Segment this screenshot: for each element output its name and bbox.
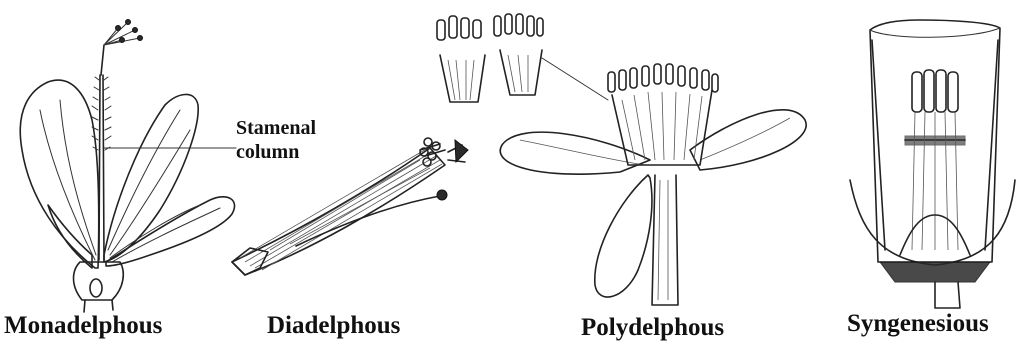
polydelphous-flower-drawing bbox=[437, 14, 806, 305]
stamenal-label-line1: Stamenal bbox=[236, 116, 316, 140]
syngenesious-flower-drawing bbox=[850, 20, 1015, 308]
monadelphous-label: Monadelphous bbox=[4, 312, 162, 340]
polydelphous-label: Polydelphous bbox=[581, 314, 724, 342]
diadelphous-label: Diadelphous bbox=[267, 312, 400, 340]
stamenal-column-label: Stamenal column bbox=[236, 116, 316, 164]
detached-stamen-bundles bbox=[437, 14, 543, 102]
syngenesious-label: Syngenesious bbox=[847, 310, 989, 338]
stamenal-label-line2: column bbox=[236, 140, 316, 164]
monadelphous-flower-drawing bbox=[20, 20, 236, 313]
